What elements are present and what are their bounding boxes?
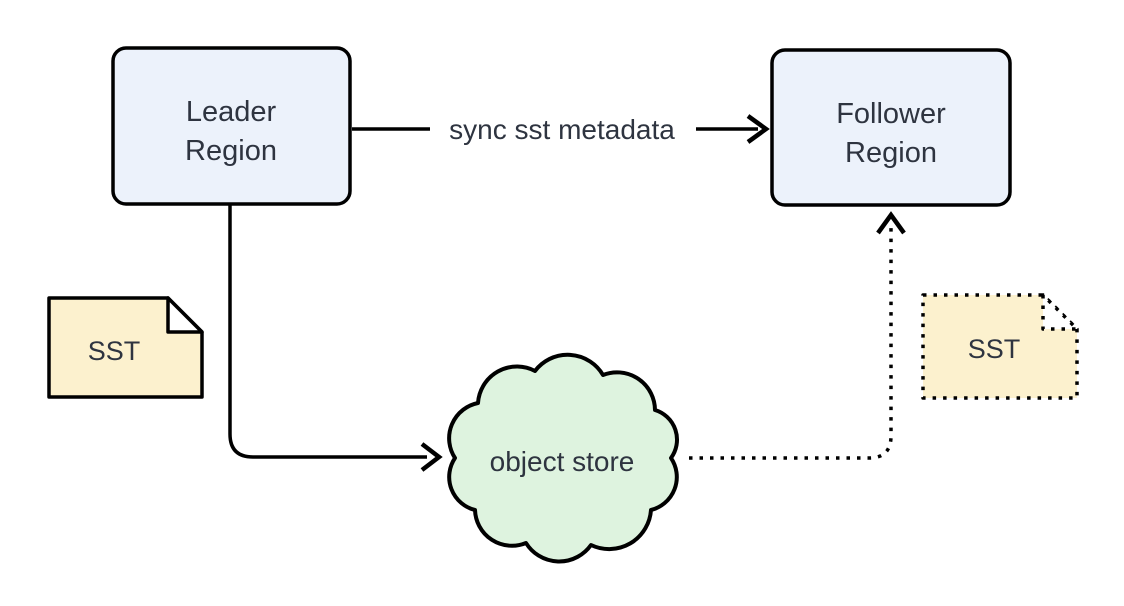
sst-dotted-page-shape xyxy=(921,293,1079,400)
download-edge xyxy=(689,211,906,460)
sync-metadata-edge-label: sync sst metadata xyxy=(449,114,675,145)
object-store-label: object store xyxy=(490,446,635,477)
sst-document-dotted: SST xyxy=(921,293,1079,400)
sst-document-dotted-label: SST xyxy=(968,334,1021,364)
sst-document: SST xyxy=(47,296,204,399)
sst-dotted-page-fold-icon xyxy=(1041,293,1079,331)
arrowhead-right-icon xyxy=(746,114,770,144)
leader-region-label-line2: Region xyxy=(185,135,277,167)
follower-region-label-line1: Follower xyxy=(836,98,946,130)
sst-page-shape xyxy=(47,296,204,399)
sst-document-label: SST xyxy=(88,336,141,366)
object-store-cloud: object store xyxy=(447,352,679,564)
leader-region-box xyxy=(111,46,352,206)
sst-page-fold-icon xyxy=(166,296,204,334)
upload-edge xyxy=(228,205,443,472)
upload-edge-line xyxy=(228,205,427,459)
leader-region-node: Leader Region xyxy=(111,46,352,206)
sync-metadata-edge: sync sst metadata xyxy=(352,114,770,145)
cloud-shape xyxy=(447,352,679,564)
follower-region-box xyxy=(770,48,1012,207)
arrowhead-up-icon xyxy=(876,211,906,235)
follower-region-node: Follower Region xyxy=(770,48,1012,207)
leader-region-label-line1: Leader xyxy=(186,96,277,128)
arrowhead-into-cloud-icon xyxy=(420,442,443,472)
download-edge-line xyxy=(689,226,893,460)
follower-region-label-line2: Region xyxy=(845,137,937,169)
